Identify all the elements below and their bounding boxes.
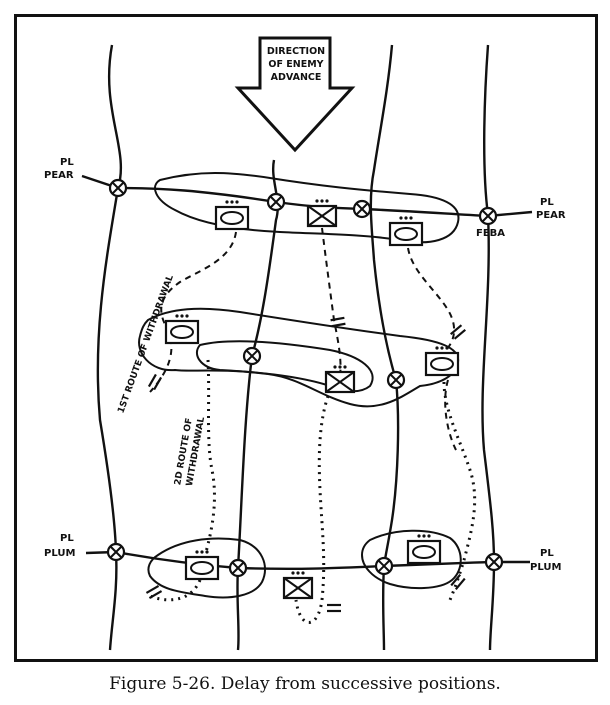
checkpoint-icon: [478, 206, 498, 226]
pl-plum-left-label-1: PL: [60, 533, 74, 544]
pl-plum-left-label-2: PLUM: [44, 548, 75, 559]
phase-lines: [81, 174, 533, 571]
route-labels: 1ST ROUTE OF WITHDRAWAL 2D ROUTE OF WITH…: [116, 274, 207, 487]
checkpoint-icon: [266, 192, 286, 212]
checkpoint-icon: [386, 370, 406, 390]
figure-caption: Figure 5-26. Delay from successive posit…: [109, 674, 501, 694]
unit-boundary-icon: [450, 573, 466, 591]
route-dashed-3: [407, 247, 456, 353]
armor-unit-icon: [406, 533, 442, 565]
pl-plum-right-label-2: PLUM: [530, 562, 561, 573]
pl-pear-right-label-1: PL: [540, 197, 554, 208]
bp-middle-inner: [195, 340, 374, 393]
road-1: [96, 44, 123, 651]
road-2: [236, 159, 279, 651]
pl-pear-right-label-2: PEAR: [536, 210, 566, 221]
checkpoint-icon: [352, 199, 372, 219]
first-route-label: 1ST ROUTE OF WITHDRAWAL: [116, 274, 176, 415]
route-dashed-2: [321, 227, 342, 377]
checkpoint-icon: [228, 558, 248, 578]
checkpoint-icon: [484, 552, 504, 572]
route-dashed-4: [444, 379, 457, 451]
unit-boundary-icon: [329, 316, 347, 328]
pl-plum: [85, 550, 530, 571]
infantry-unit-icon: [282, 570, 314, 600]
enemy-advance-arrow: DIRECTION OF ENEMY ADVANCE: [234, 36, 356, 153]
arrow-label-line3: ADVANCE: [271, 72, 322, 83]
armor-unit-icon: [388, 215, 424, 247]
arrow-label-line2: OF ENEMY: [268, 59, 323, 70]
pl-plum-right-label-1: PL: [540, 548, 554, 559]
delay-diagram: DIRECTION OF ENEMY ADVANCE: [44, 36, 566, 651]
armor-unit-icon: [164, 313, 200, 345]
bp-rear-right: [360, 529, 462, 590]
route-dotted-4: [149, 579, 202, 602]
road-4: [481, 44, 496, 651]
bp-forward: [154, 172, 460, 244]
infantry-unit-icon: [306, 198, 338, 228]
pl-pear-left-label-1: PL: [60, 157, 74, 168]
bp-rear-left: [147, 537, 267, 599]
unit-boundary-icon: [147, 373, 163, 391]
phase-line-labels: PL PEAR PL PEAR FEBA PL PLUM PL PLUM: [44, 157, 566, 573]
battle-positions: [138, 172, 462, 599]
checkpoint-icon: [108, 178, 128, 198]
checkpoint-icon: [374, 556, 394, 576]
route-dashed-1: [149, 231, 237, 393]
bp-middle: [138, 307, 460, 408]
arrow-label-line1: DIRECTION: [267, 46, 325, 57]
infantry-unit-icon: [324, 364, 356, 394]
checkpoint-icon: [106, 542, 126, 562]
checkpoint-icon: [242, 346, 262, 366]
pl-pear-left-label-2: PEAR: [44, 170, 74, 181]
armor-unit-icon: [214, 199, 250, 231]
feba-label: FEBA: [476, 228, 505, 239]
unit-boundary-icon: [325, 603, 343, 613]
route-dotted-1: [204, 359, 216, 553]
armor-unit-icon: [184, 549, 220, 581]
unit-boundary-icon: [145, 584, 163, 600]
